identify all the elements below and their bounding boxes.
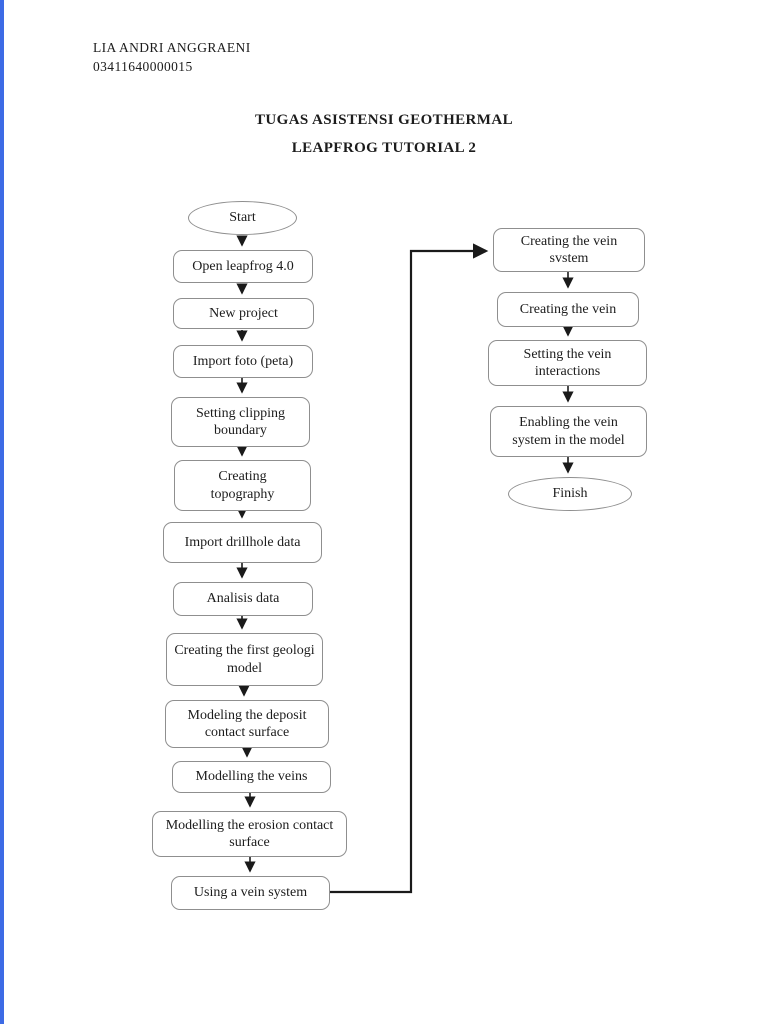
flow-node-creating-the-vein-system: Creating the vein svstem: [493, 228, 645, 272]
flow-node-modelling-erosion-contact-surface: Modelling the erosion contact surface: [152, 811, 347, 857]
flow-node-new-project: New project: [173, 298, 314, 329]
flow-node-finish: Finish: [508, 477, 632, 511]
flow-node-open-leapfrog: Open leapfrog 4.0: [173, 250, 313, 283]
flow-node-enabling-vein-system-in-model: Enabling the vein system in the model: [490, 406, 647, 457]
flow-node-setting-clipping-boundary: Setting clipping boundary: [171, 397, 310, 447]
author-name: LIA ANDRI ANGGRAENI: [93, 40, 251, 55]
author-block: LIA ANDRI ANGGRAENI 03411640000015: [93, 38, 251, 76]
flow-node-using-a-vein-system: Using a vein system: [171, 876, 330, 910]
flow-node-analisis-data: Analisis data: [173, 582, 313, 616]
flow-node-creating-first-geologi-model: Creating the first geologi model: [166, 633, 323, 686]
flow-node-modeling-deposit-contact-surface: Modeling the deposit contact surface: [165, 700, 329, 748]
flow-node-setting-the-vein-interactions: Setting the vein interactions: [488, 340, 647, 386]
page-subtitle: LEAPFROG TUTORIAL 2: [291, 140, 477, 156]
page-edge-accent: [0, 0, 4, 1024]
flow-node-start: Start: [188, 201, 297, 235]
flow-node-import-foto: Import foto (peta): [173, 345, 313, 378]
flow-node-modelling-the-veins: Modelling the veins: [172, 761, 331, 793]
flow-node-creating-topography: Creating topography: [174, 460, 311, 511]
flow-node-creating-the-vein: Creating the vein: [497, 292, 639, 327]
page-title: TUGAS ASISTENSI GEOTHERMAL: [255, 112, 513, 128]
flow-node-import-drillhole-data: Import drillhole data: [163, 522, 322, 563]
author-id: 03411640000015: [93, 59, 193, 74]
